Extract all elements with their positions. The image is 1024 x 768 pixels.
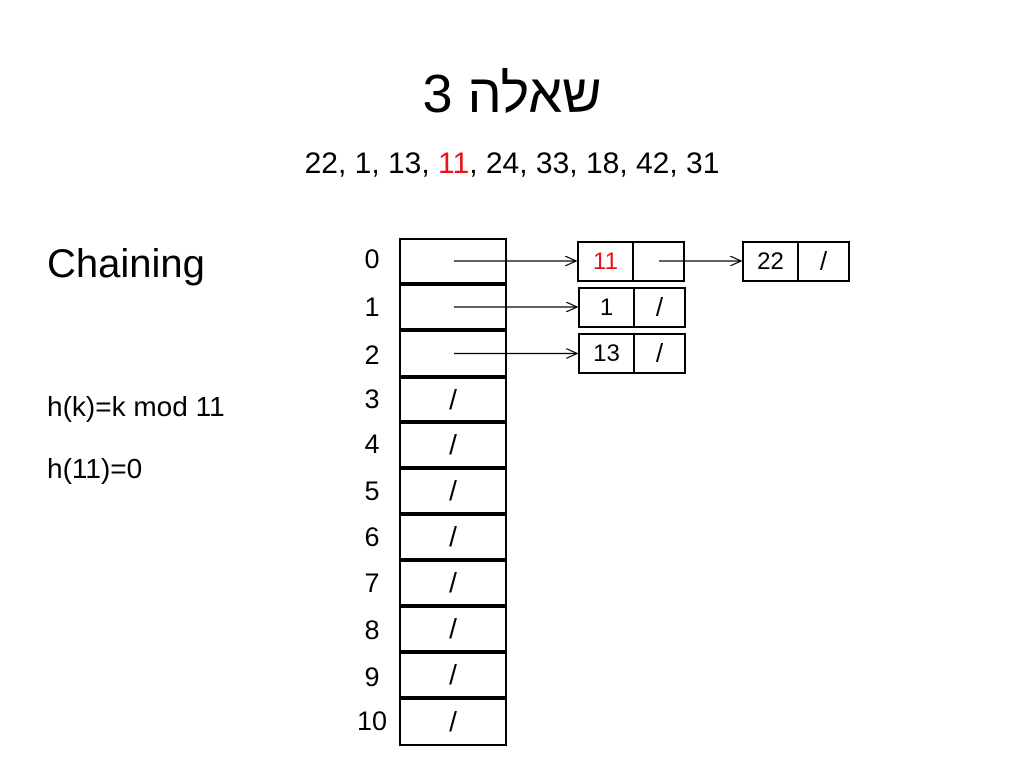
table-slot: /: [399, 468, 507, 514]
sequence-key: 22: [304, 147, 338, 180]
table-slot: /: [399, 606, 507, 652]
sequence-key: 1: [354, 147, 372, 180]
node-key: 22: [744, 243, 799, 280]
hash-example: h(11)=0: [47, 453, 143, 484]
slot-index: 0: [364, 244, 380, 274]
list-node: 1/: [578, 287, 686, 328]
slot-index: 6: [364, 522, 380, 552]
list-node: 22 /: [742, 241, 850, 282]
list-node: 11: [577, 241, 685, 282]
table-slot: /: [399, 698, 507, 746]
sequence-separator: ,: [519, 147, 536, 180]
slot-index: 8: [364, 615, 380, 645]
table-slot: [399, 284, 507, 330]
null-pointer: /: [449, 521, 457, 552]
slot-index: 10: [356, 706, 388, 736]
table-slot: [399, 330, 507, 377]
slot-index: 5: [364, 476, 380, 506]
table-slot: /: [399, 652, 507, 698]
sequence-separator: ,: [669, 147, 687, 180]
sequence-key: 33: [535, 147, 570, 180]
sequence-key: 24: [485, 147, 520, 180]
null-pointer: /: [655, 338, 664, 368]
sequence-separator: ,: [371, 147, 388, 180]
slot-index: 9: [364, 662, 380, 692]
list-node: 13 /: [578, 333, 686, 374]
sequence-separator: ,: [619, 147, 636, 180]
table-slot: /: [399, 514, 507, 560]
next-pointer: [634, 243, 683, 280]
sequence-key: 31: [686, 147, 720, 180]
key-sequence: 22, 1, 13, 11, 24, 33, 18, 42, 31: [0, 146, 1024, 182]
null-pointer: /: [449, 567, 457, 598]
slot-index: 1: [364, 292, 380, 322]
slot-index: 7: [364, 568, 380, 598]
table-slot: /: [399, 560, 507, 606]
null-pointer: /: [449, 383, 457, 415]
null-pointer: /: [449, 613, 457, 644]
node-key: 13: [580, 335, 635, 372]
node-key: 11: [579, 243, 634, 280]
sequence-separator: ,: [421, 147, 439, 180]
node-key: 1: [580, 289, 635, 326]
slot-index: 3: [364, 384, 380, 414]
sequence-key: 13: [387, 147, 422, 180]
slot-index: 4: [364, 429, 380, 459]
sequence-separator: ,: [337, 147, 355, 180]
sequence-separator: ,: [469, 147, 486, 180]
slide-title: שאלה 3: [422, 64, 602, 124]
method-label: Chaining: [47, 242, 205, 286]
null-pointer: /: [449, 706, 457, 737]
null-pointer: /: [655, 292, 664, 322]
null-pointer: /: [449, 659, 457, 690]
sequence-key: 11: [438, 147, 470, 180]
hash-function: h(k)=k mod 11: [47, 391, 225, 422]
sequence-key: 42: [636, 147, 670, 180]
table-slot: /: [399, 377, 507, 422]
slot-index: 2: [364, 340, 380, 370]
null-pointer: /: [819, 246, 828, 276]
sequence-separator: ,: [569, 147, 586, 180]
sequence-key: 18: [585, 147, 620, 180]
null-pointer: /: [449, 475, 457, 506]
null-pointer: /: [449, 429, 457, 460]
table-slot: [399, 238, 507, 284]
table-slot: /: [399, 422, 507, 468]
